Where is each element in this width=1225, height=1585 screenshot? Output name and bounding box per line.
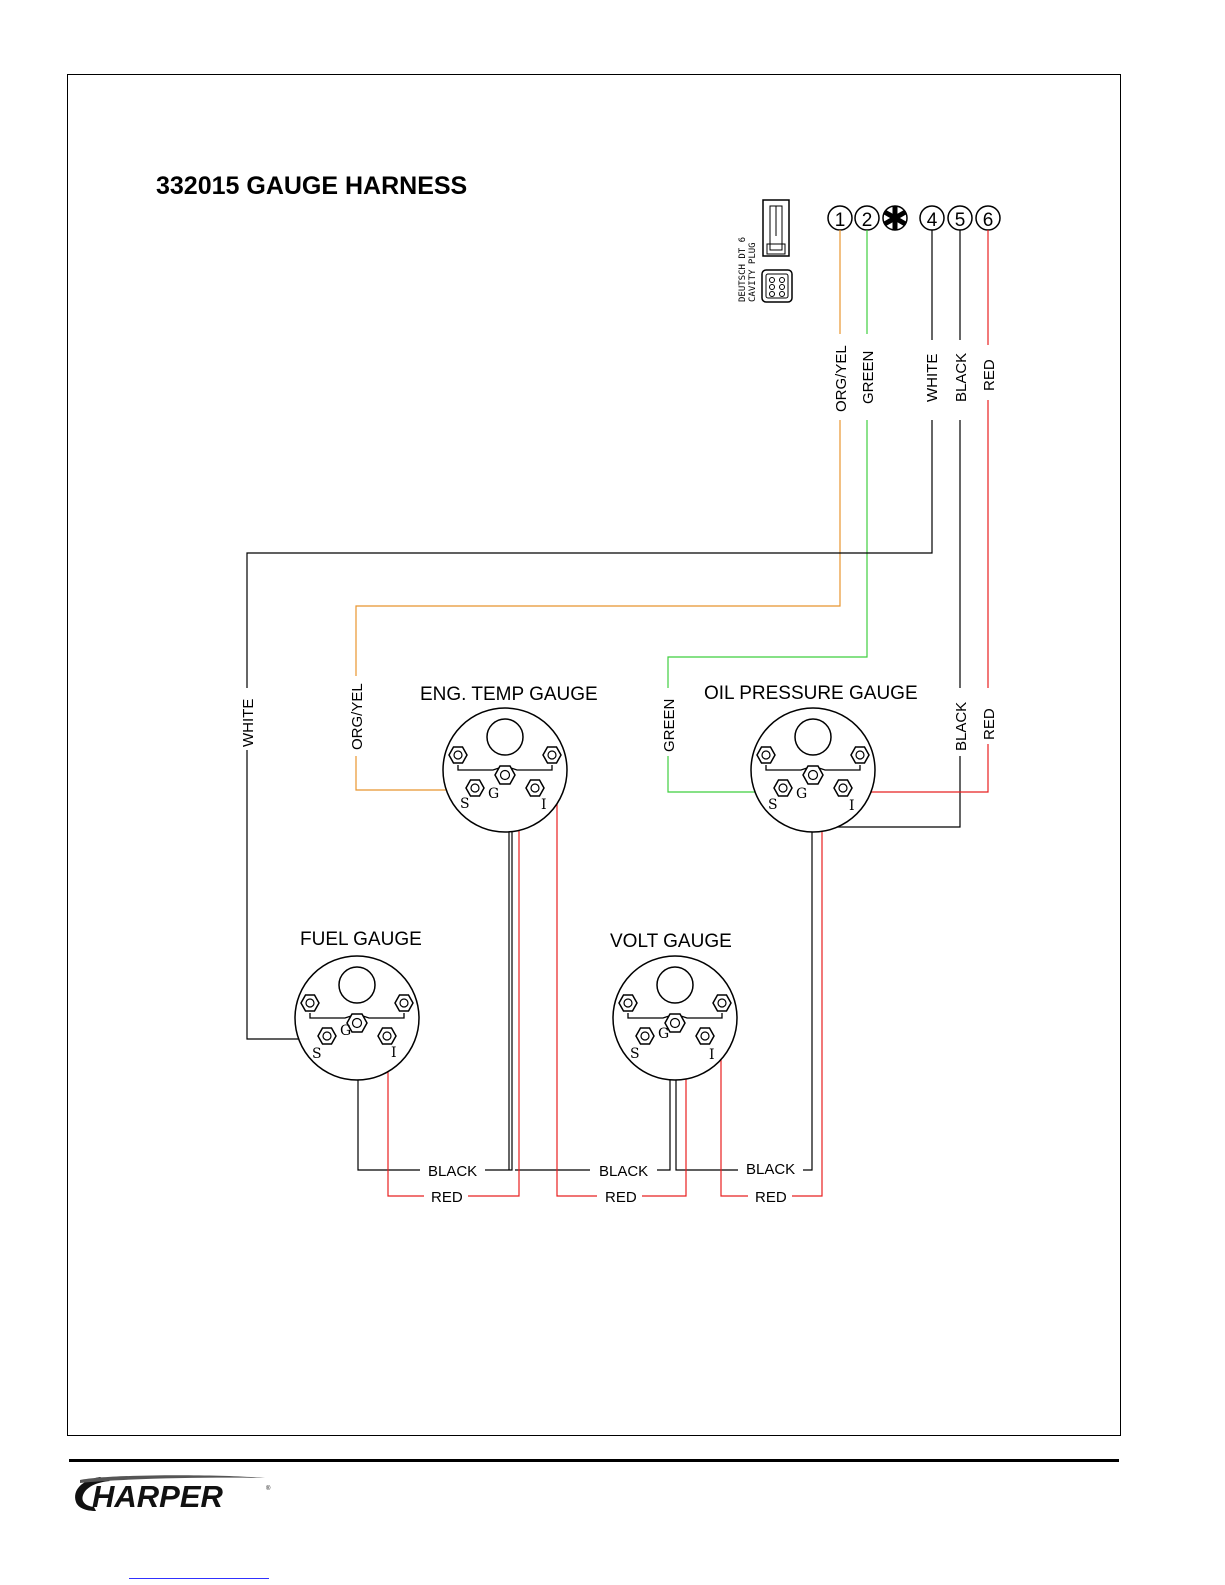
green-wire — [668, 230, 867, 792]
wire-label-pin1: ORG/YEL — [833, 345, 850, 412]
oil-pressure-i-terminal-label: I — [849, 798, 855, 814]
oil-pressure-g-terminal-label: G — [796, 786, 807, 802]
wire-label-black-vertical: BLACK — [953, 702, 970, 751]
fuel-gauge-label: FUEL GAUGE — [300, 929, 422, 950]
wire-label-green-vertical: GREEN — [661, 699, 678, 752]
harper-logo: HARPER ® — [70, 1474, 280, 1514]
wire-label-pin2: GREEN — [860, 351, 877, 404]
wire-label-orgyel-vertical: ORG/YEL — [349, 683, 366, 750]
eng-temp-gauge-label: ENG. TEMP GAUGE — [420, 684, 598, 705]
white-wire — [247, 230, 932, 1039]
org-yel-wire — [356, 230, 840, 790]
svg-text:®: ® — [266, 1485, 271, 1492]
pin-1-label: 1 — [835, 210, 846, 231]
footer-link-underline[interactable] — [129, 1578, 269, 1579]
deutsch-connector-icon — [762, 200, 792, 302]
footer-rule — [69, 1459, 1119, 1462]
ignition-jumper-wires — [388, 790, 843, 1196]
wire-label-black-bottom-3: BLACK — [746, 1161, 795, 1178]
pin-5-label: 5 — [955, 210, 966, 231]
fuel-g-terminal-label: G — [340, 1023, 351, 1039]
volt-i-terminal-label: I — [709, 1047, 715, 1063]
eng-temp-s-terminal-label: S — [460, 796, 470, 812]
wire-label-pin6: RED — [981, 359, 998, 391]
connector-plug-label: CAVITY PLUG — [748, 242, 758, 302]
connector-type-label: DEUTSCH DT 6 — [738, 237, 748, 302]
wire-label-pin4: WHITE — [924, 354, 941, 402]
volt-gauge: S G I — [613, 956, 737, 1080]
pin-4-label: 4 — [927, 210, 938, 231]
wire-label-black-bottom-1: BLACK — [428, 1163, 477, 1180]
wire-label-red-bottom-1: RED — [431, 1189, 463, 1206]
eng-temp-i-terminal-label: I — [541, 797, 547, 813]
eng-temp-g-terminal-label: G — [488, 786, 499, 802]
ground-jumper-wires — [358, 772, 812, 1170]
wire-label-pin5: BLACK — [953, 353, 970, 402]
volt-s-terminal-label: S — [630, 1046, 640, 1062]
wire-label-white-vertical: WHITE — [240, 699, 257, 747]
volt-g-terminal-label: G — [658, 1026, 669, 1042]
wire-label-red-bottom-3: RED — [755, 1189, 787, 1206]
wire-label-red-vertical: RED — [981, 708, 998, 740]
oil-pressure-s-terminal-label: S — [768, 797, 778, 813]
wire-label-red-bottom-2: RED — [605, 1189, 637, 1206]
oil-pressure-gauge-label: OIL PRESSURE GAUGE — [704, 683, 918, 704]
oil-pressure-gauge: S G I — [751, 708, 875, 832]
logo-brand-text: HARPER — [92, 1479, 224, 1514]
fuel-i-terminal-label: I — [391, 1045, 397, 1061]
pin-6-label: 6 — [983, 210, 994, 231]
plugged-cavity-icon — [883, 206, 907, 230]
connector-pins: 1 2 4 5 6 — [828, 206, 1000, 231]
volt-gauge-label: VOLT GAUGE — [610, 931, 732, 952]
eng-temp-gauge: S G I — [443, 708, 567, 832]
wire-label-black-bottom-2: BLACK — [599, 1163, 648, 1180]
pin-2-label: 2 — [862, 210, 873, 231]
fuel-s-terminal-label: S — [312, 1046, 322, 1062]
fuel-gauge: S G I — [295, 956, 419, 1080]
